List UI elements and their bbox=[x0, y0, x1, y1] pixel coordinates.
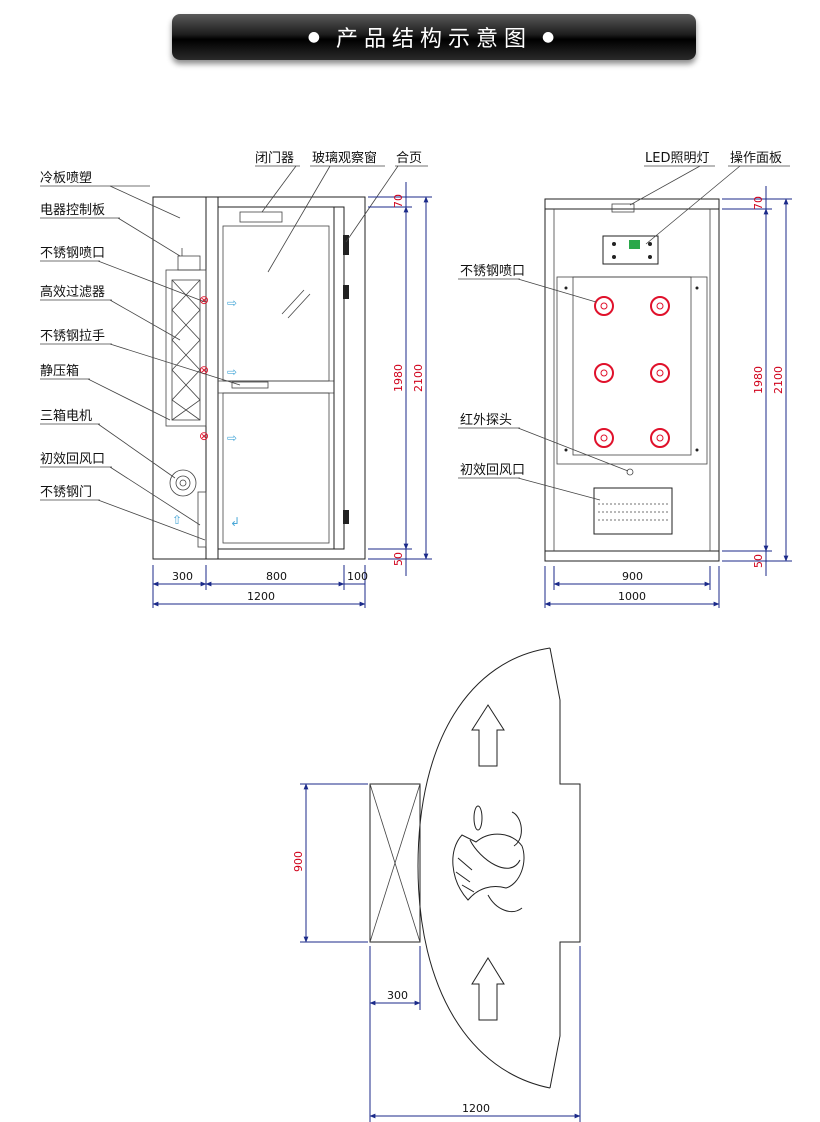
dim-side-h-top: 70 bbox=[752, 196, 765, 210]
dim-plan-box-width: 300 bbox=[387, 989, 408, 1002]
label-led: LED照明灯 bbox=[645, 151, 709, 166]
side-view: LED照明灯 操作面板 不锈钢喷口 红外探头 初效回风口 900 1000 70… bbox=[458, 150, 792, 608]
hinge bbox=[343, 235, 349, 255]
dim-front-w-left: 300 bbox=[172, 570, 193, 583]
side-nozzle-icons bbox=[594, 296, 670, 448]
bullet-icon: ● bbox=[307, 29, 326, 45]
svg-text:⇨: ⇨ bbox=[227, 365, 237, 379]
label-hepa-filter: 高效过滤器 bbox=[40, 284, 105, 300]
svg-text:⇨: ⇨ bbox=[227, 431, 237, 445]
label-motor: 三箱电机 bbox=[40, 408, 92, 424]
title-banner: ● 产品结构示意图 ● bbox=[172, 14, 696, 60]
svg-text:⇨: ⇨ bbox=[227, 296, 237, 310]
svg-text:⊗: ⊗ bbox=[199, 429, 209, 443]
dim-side-h-mid: 1980 bbox=[752, 366, 765, 394]
dim-front-h-bottom: 50 bbox=[392, 552, 405, 566]
glass-window bbox=[222, 225, 330, 382]
svg-text:⊗: ⊗ bbox=[199, 293, 209, 307]
side-return-vent bbox=[593, 487, 673, 535]
label-ir-probe: 红外探头 bbox=[460, 412, 512, 428]
led-light bbox=[611, 203, 635, 213]
control-board bbox=[177, 255, 201, 271]
label-nozzle: 不锈钢喷口 bbox=[40, 246, 105, 261]
door-closer bbox=[239, 211, 283, 223]
front-nozzle-icons: ⊗ ⊗ ⊗ bbox=[199, 293, 209, 443]
dim-front-h-total: 2100 bbox=[412, 364, 425, 392]
dim-side-w-inner: 900 bbox=[622, 570, 643, 583]
dim-plan-depth: 900 bbox=[292, 851, 305, 872]
ir-probe bbox=[626, 468, 634, 476]
panel-screen bbox=[629, 240, 640, 249]
page-title: 产品结构示意图 bbox=[335, 27, 532, 52]
svg-text:↲: ↲ bbox=[230, 515, 240, 529]
plan-view: 900 300 1200 bbox=[292, 647, 581, 1122]
dim-side-w-total: 1000 bbox=[618, 590, 646, 603]
dim-side-h-total: 2100 bbox=[772, 366, 785, 394]
handle bbox=[231, 381, 269, 389]
label-static-box: 静压箱 bbox=[40, 363, 79, 379]
bullet-icon: ● bbox=[542, 29, 561, 45]
svg-text:⊗: ⊗ bbox=[199, 363, 209, 377]
dim-front-w-right: 100 bbox=[347, 570, 368, 583]
label-return-vent: 初效回风口 bbox=[40, 452, 105, 467]
label-cold-plate: 冷板喷塑 bbox=[40, 171, 92, 186]
dim-front-w-total: 1200 bbox=[247, 590, 275, 603]
label-hinge: 合页 bbox=[396, 151, 422, 166]
label-door: 不锈钢门 bbox=[40, 485, 92, 500]
label-side-return-vent: 初效回风口 bbox=[460, 463, 525, 478]
label-handle: 不锈钢拉手 bbox=[40, 329, 105, 344]
front-door-strip bbox=[197, 491, 207, 548]
label-glass-window: 玻璃观察窗 bbox=[312, 150, 377, 166]
front-cabinet-outline bbox=[152, 196, 366, 560]
dim-front-h-top: 70 bbox=[392, 194, 405, 208]
side-cabinet-outline bbox=[544, 198, 720, 562]
dim-front-h-mid: 1980 bbox=[392, 364, 405, 392]
label-side-nozzle: 不锈钢喷口 bbox=[460, 264, 525, 279]
label-control-board: 电器控制板 bbox=[40, 203, 105, 218]
front-view: ⊗ ⊗ ⊗ ⇨ ⇨ ⇨ ⇧ ↲ bbox=[40, 150, 432, 608]
label-panel: 操作面板 bbox=[730, 150, 782, 166]
label-door-closer: 闭门器 bbox=[255, 151, 294, 166]
svg-text:⇧: ⇧ bbox=[172, 513, 182, 527]
dim-front-w-mid: 800 bbox=[266, 570, 287, 583]
motor-fan bbox=[169, 469, 197, 497]
airflow-arrows: ⇨ ⇨ ⇨ ⇧ ↲ bbox=[172, 296, 240, 529]
person-icon bbox=[452, 805, 525, 912]
dim-plan-total: 1200 bbox=[462, 1102, 490, 1115]
hepa-filter bbox=[171, 279, 201, 421]
dim-side-h-bottom: 50 bbox=[752, 554, 765, 568]
nozzle-panel bbox=[556, 276, 708, 465]
plan-door-arc bbox=[417, 647, 551, 1089]
operation-panel bbox=[602, 235, 659, 265]
plan-equipment-box bbox=[369, 783, 421, 943]
plan-up-arrow-icon bbox=[471, 704, 505, 1021]
